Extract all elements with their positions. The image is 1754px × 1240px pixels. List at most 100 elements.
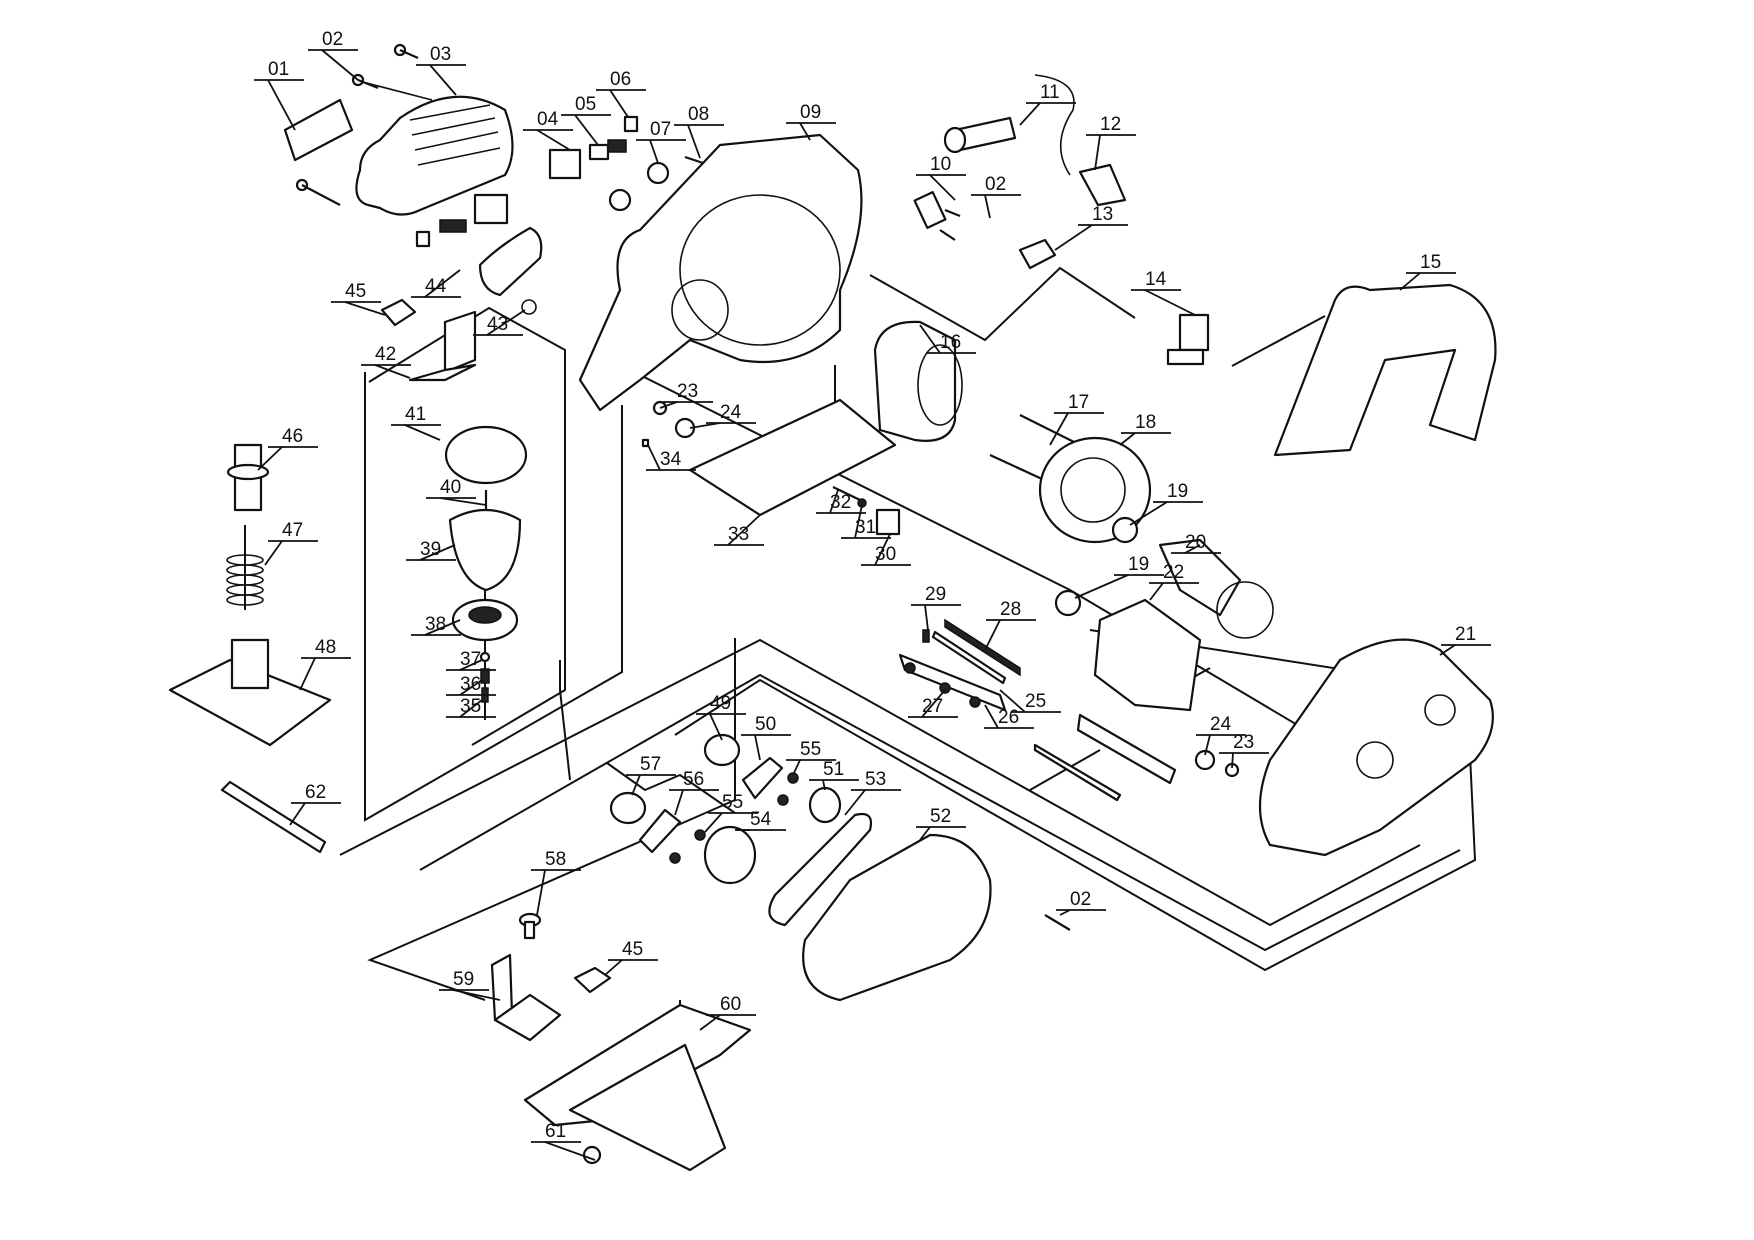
callout-19-bearing: 19 [1074,554,1164,599]
leader-line [267,79,296,131]
leader-line [257,446,283,471]
leader-line [754,734,761,761]
callout-13-capacitor: 13 [1054,204,1128,251]
callout-55-screw: 55 [786,739,836,776]
screw-shape [944,208,961,218]
part-number-label: 18 [1135,412,1156,433]
part-13-shape [1018,238,1057,270]
part-06-shape [623,115,639,133]
part-21-bore [1424,694,1456,726]
leader-line [874,533,891,566]
part-51-shape [808,786,842,824]
leader-line [999,689,1026,713]
callout-18-air-guide-ring: 18 [1119,412,1171,446]
callout-60-parallel-guide: 60 [699,994,756,1031]
part-number-label: 19 [1167,481,1188,502]
leader-line [574,114,599,146]
callout-03-side-cover: 03 [416,44,466,96]
part-number-label: 20 [1185,532,1206,553]
part-number-label: 59 [453,969,474,990]
callout-02-screw: 02 [308,29,359,81]
part-number-label: 05 [575,94,596,115]
part-02-screw-shape [1044,914,1071,931]
part-62-shape [220,780,327,854]
callout-23-nut: 23 [659,381,713,409]
part-number-label: 55 [800,739,821,760]
callout-29-spring: 29 [911,584,961,631]
blade-2-shape [1033,743,1122,802]
callout-50-bearing-plate: 50 [741,714,791,761]
leader-line [792,759,801,776]
part-43-shape [521,299,537,315]
part-number-label: 49 [710,693,731,714]
leader-line [674,789,684,816]
leader-line [929,174,956,201]
callout-53-drive-belt: 53 [844,769,901,816]
leader-line [536,129,571,151]
leader-line [919,826,931,841]
part-number-label: 50 [755,714,776,735]
part-number-label: 09 [800,102,821,123]
callout-11-cable-sleeve: 11 [1019,82,1076,126]
part-45-shape [380,298,417,327]
callout-40-screw: 40 [426,477,487,506]
callout-43-torsion-spring: 43 [473,309,526,336]
callout-49-bearing: 49 [696,693,746,741]
part-number-label: 53 [865,769,886,790]
leader-line [429,64,457,96]
part-number-label: 34 [660,449,682,470]
callout-56-bearing-plate: 56 [669,769,719,816]
guide-line [869,266,1136,342]
leader-line [264,540,283,566]
leader-line [687,124,701,159]
part-47-shape [226,554,264,606]
part-33-shape [688,398,897,517]
guide-line [419,673,1461,952]
leader-line [984,194,991,219]
leader-line [459,699,483,718]
callout-02-screw: 02 [1056,889,1106,916]
leader-line [704,812,723,833]
leader-line [699,1014,721,1031]
callout-57-bearing: 57 [626,754,676,796]
callout-59-depth-stop-bracket: 59 [439,969,501,1001]
leader-line [1119,432,1136,446]
brush-holder-2-shape [473,193,509,225]
part-27-shape [904,662,916,674]
guide-line [1231,315,1326,367]
guide-line [674,678,1477,972]
screw-shape [351,73,379,90]
guide-line [606,762,736,814]
part-number-label: 30 [875,544,896,565]
callout-25-blade: 25 [999,689,1061,713]
leader-line [486,309,526,336]
part-48-shape [168,658,332,747]
part-number-label: 31 [855,517,876,538]
callout-42-bracket: 42 [361,344,411,379]
leader-line [459,679,483,696]
part-42-foot [408,363,477,382]
part-number-label: 11 [1040,82,1060,103]
leader-line [344,301,386,316]
part-number-label: 60 [720,994,741,1015]
screw-shape [939,229,956,241]
callout-54-large-pulley: 54 [735,809,786,831]
part-number-label: 57 [640,754,661,775]
leader-line [727,514,761,546]
leader-line [647,444,661,471]
part-28-shape [944,618,1021,677]
leader-line [459,659,483,671]
part-16-shape [873,320,957,442]
part-number-label: 54 [750,809,772,830]
guide-line [367,638,736,1001]
part-61-shape [582,1145,602,1165]
part-number-label: 08 [688,104,709,125]
leader-line [604,959,623,976]
callout-37-screw: 37 [446,649,496,671]
callout-19-bearing: 19 [1129,481,1203,526]
leader-line [1059,909,1071,916]
part-21-bore [1356,741,1394,779]
part-number-label: 29 [925,584,946,605]
part-30-shape [875,508,901,536]
part-26-shape [898,653,1007,712]
